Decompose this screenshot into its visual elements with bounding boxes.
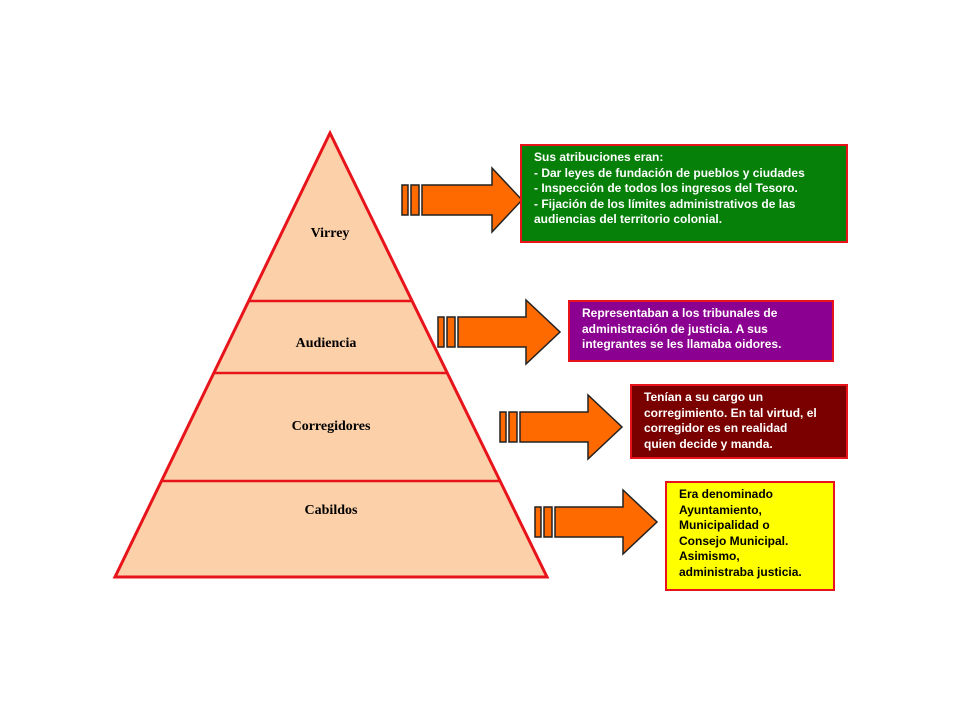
description-box-cabildos: Era denominado Ayuntamiento, Municipalid… (665, 481, 835, 591)
arrow-cabildos (534, 488, 659, 556)
arrow-audiencia (437, 298, 562, 366)
description-box-corregidores: Tenían a su cargo un corregimiento. En t… (630, 384, 848, 459)
level-label-corregidores: Corregidores (292, 419, 371, 434)
pyramid-shape (112, 129, 550, 579)
level-label-cabildos: Cabildos (305, 503, 358, 518)
description-box-virrey: Sus atribuciones eran: - Dar leyes de fu… (520, 144, 848, 243)
arrow-virrey (401, 166, 524, 234)
description-box-audiencia: Representaban a los tribunales de admini… (568, 300, 834, 362)
arrow-corregidores (499, 393, 624, 461)
level-label-virrey: Virrey (311, 226, 350, 241)
level-label-audiencia: Audiencia (296, 336, 357, 351)
